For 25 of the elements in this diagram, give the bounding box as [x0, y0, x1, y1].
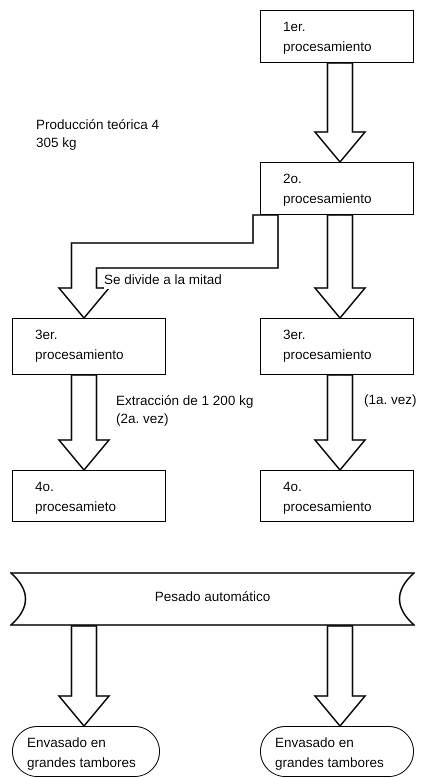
- process-box: [12, 318, 166, 375]
- block-arrow: [57, 625, 111, 728]
- block-arrow: [313, 625, 367, 728]
- block-arrow: [313, 62, 367, 164]
- step-label: Pesado automático: [154, 589, 272, 604]
- step-label: 3er. procesamiento: [283, 326, 373, 364]
- step-label: 4o. procesamiento: [283, 478, 373, 516]
- block-arrow: [313, 214, 367, 320]
- step-label: Envasado en grandes tambores: [275, 734, 385, 772]
- process-box: [260, 162, 414, 215]
- packaging-terminal: [260, 726, 414, 777]
- step-label: 2o. procesamiento: [283, 170, 373, 208]
- process-box: [12, 470, 166, 522]
- packaging-terminal: [12, 726, 160, 777]
- process-box: [260, 318, 414, 375]
- note-text: Producción teórica 4 305 kg: [36, 116, 160, 152]
- process-box: [260, 10, 414, 63]
- step-label: 1er. procesamiento: [283, 18, 373, 56]
- step-label: Envasado en grandes tambores: [27, 734, 137, 772]
- process-box: [260, 470, 414, 522]
- block-arrow: [313, 374, 367, 472]
- block-arrow: [57, 374, 111, 472]
- step-label: 3er. procesamiento: [35, 326, 125, 364]
- step-label: 4o. procesamieto: [35, 478, 118, 516]
- block-arrow: [57, 214, 279, 320]
